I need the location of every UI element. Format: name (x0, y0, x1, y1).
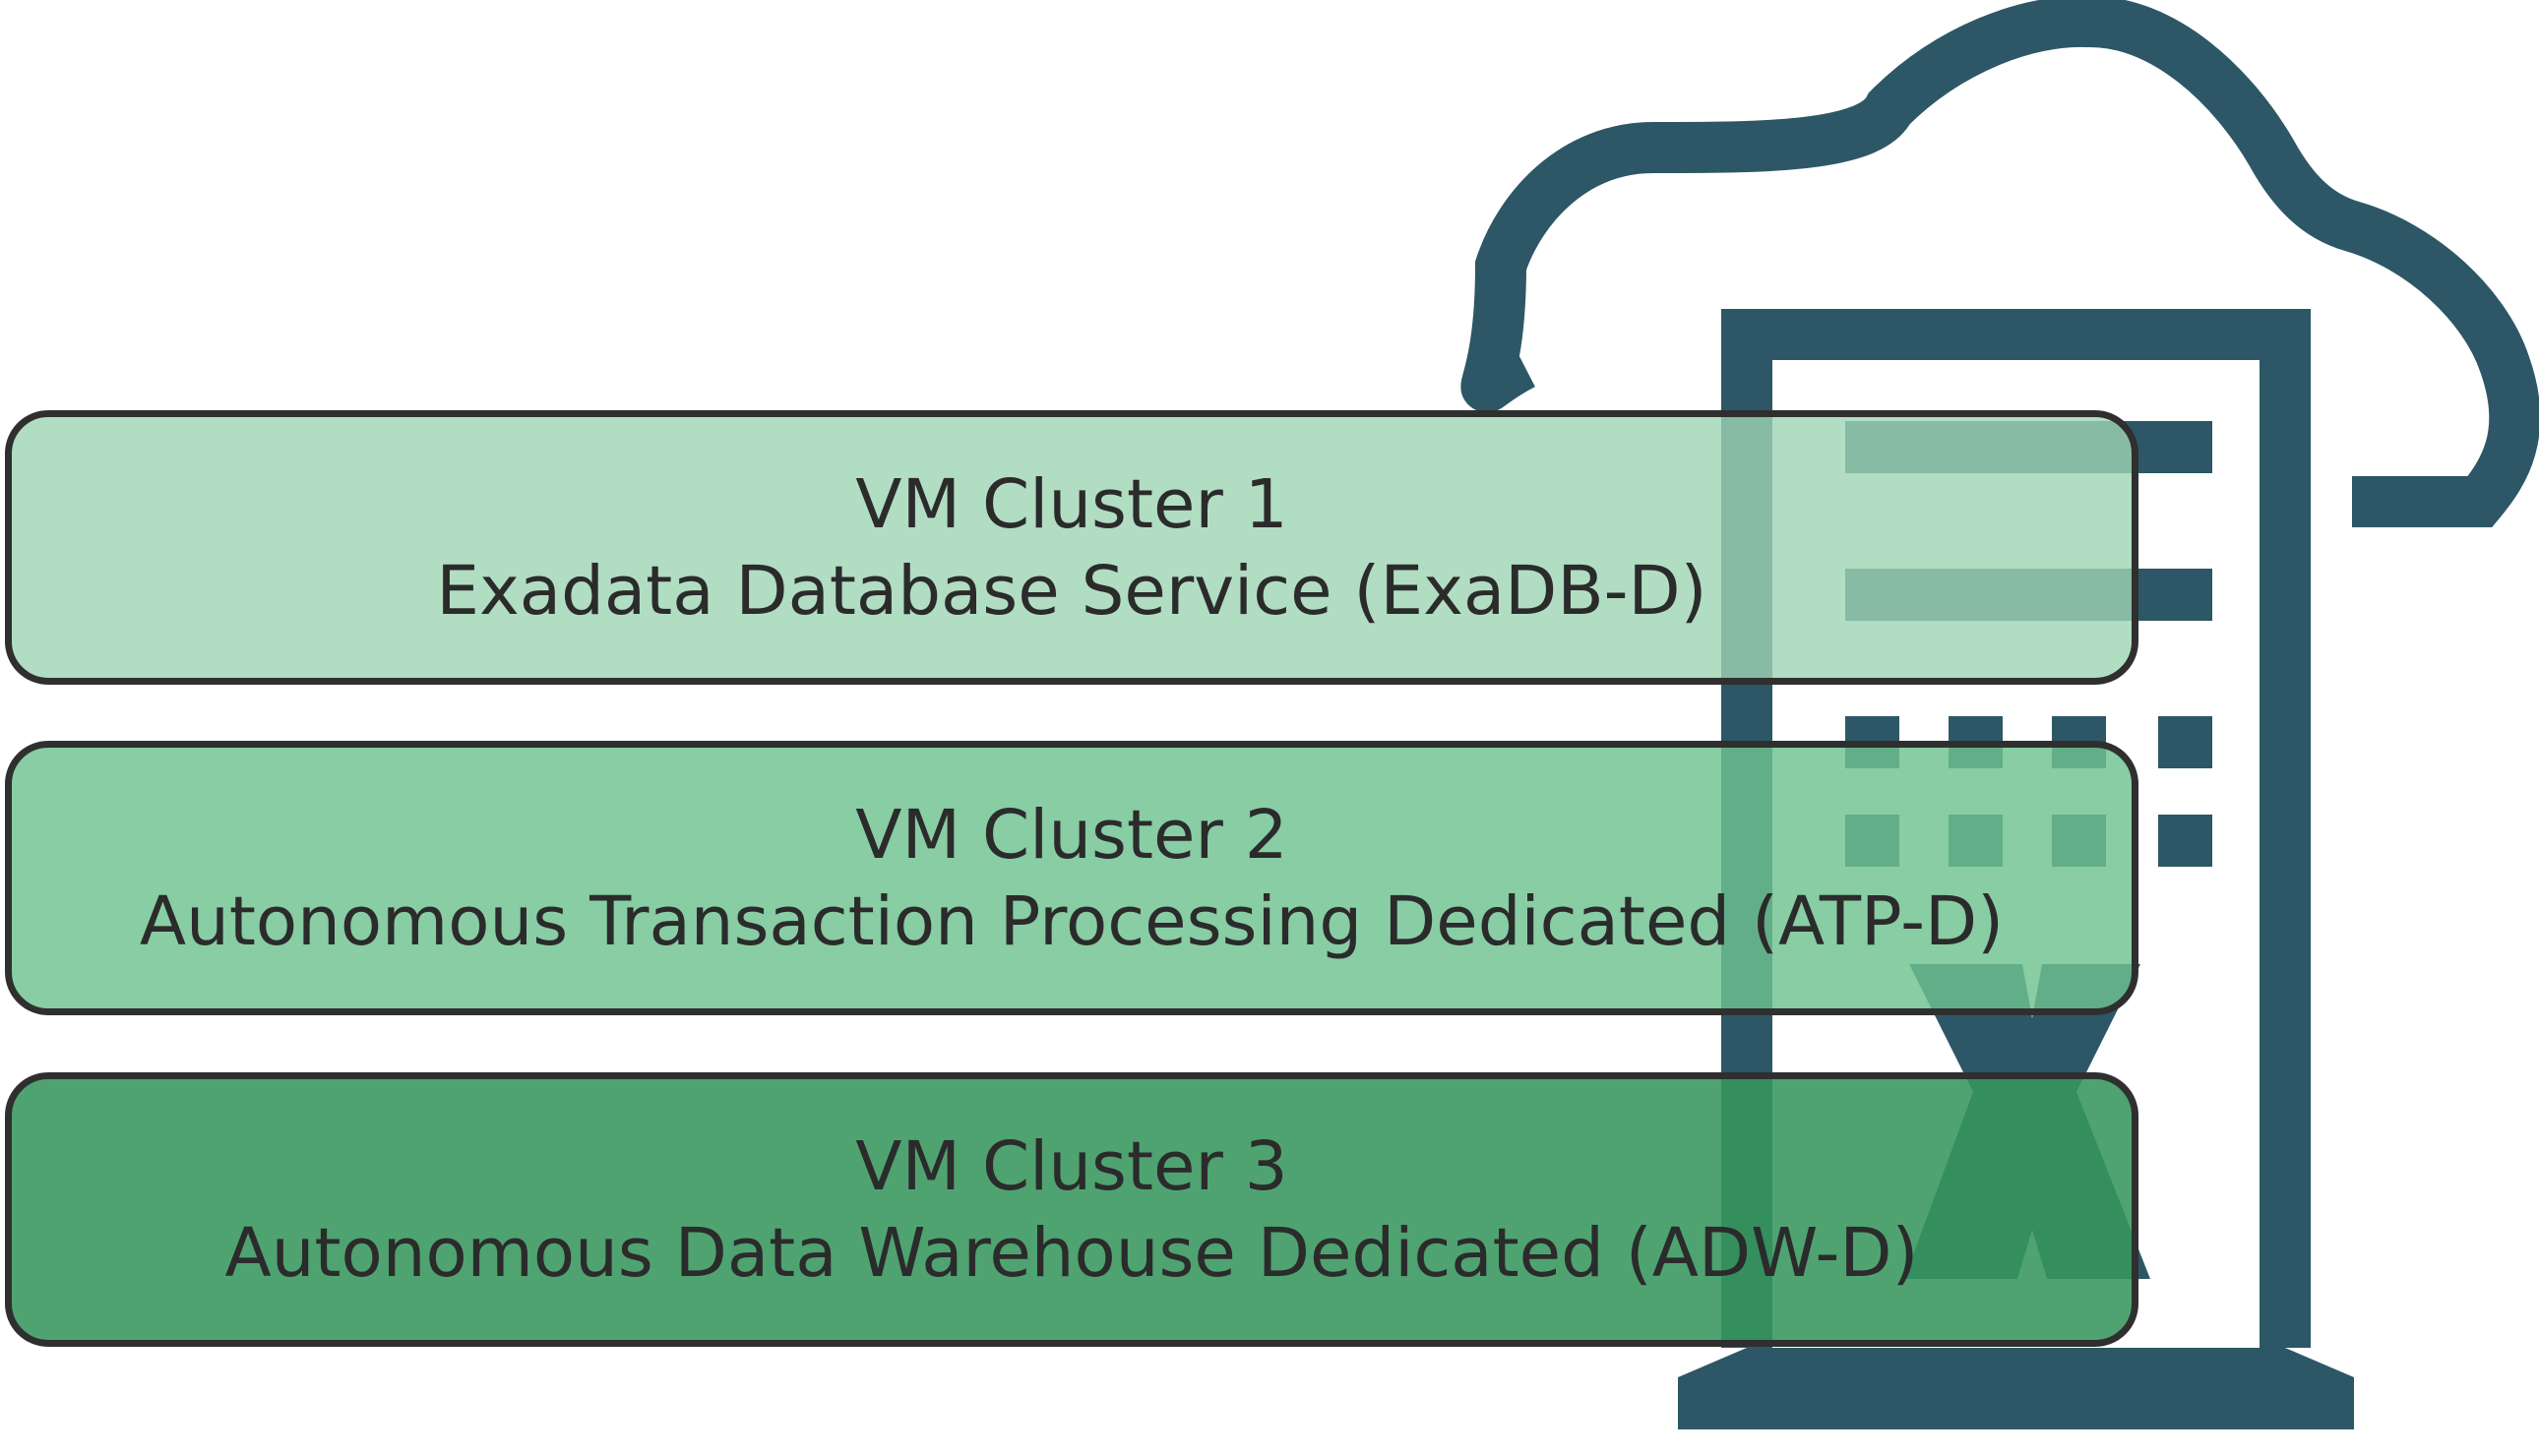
server-slot-icon (2158, 716, 2212, 768)
cluster-name: VM Cluster 2 (855, 795, 1288, 875)
cluster-name: VM Cluster 1 (855, 464, 1288, 544)
server-base-icon (1678, 1348, 2354, 1429)
cluster-service: Autonomous Transaction Processing Dedica… (139, 881, 2005, 961)
cluster-name: VM Cluster 3 (855, 1126, 1288, 1206)
cloud-icon (1460, 0, 2539, 527)
cluster-service: Autonomous Data Warehouse Dedicated (ADW… (224, 1213, 1919, 1293)
server-slot-icon (2158, 815, 2212, 867)
vm-cluster-3-box: VM Cluster 3 Autonomous Data Warehouse D… (5, 1072, 2138, 1347)
cluster-service: Exadata Database Service (ExaDB-D) (436, 551, 1707, 631)
vm-cluster-1-box: VM Cluster 1 Exadata Database Service (E… (5, 410, 2138, 685)
vm-cluster-2-box: VM Cluster 2 Autonomous Transaction Proc… (5, 741, 2138, 1015)
